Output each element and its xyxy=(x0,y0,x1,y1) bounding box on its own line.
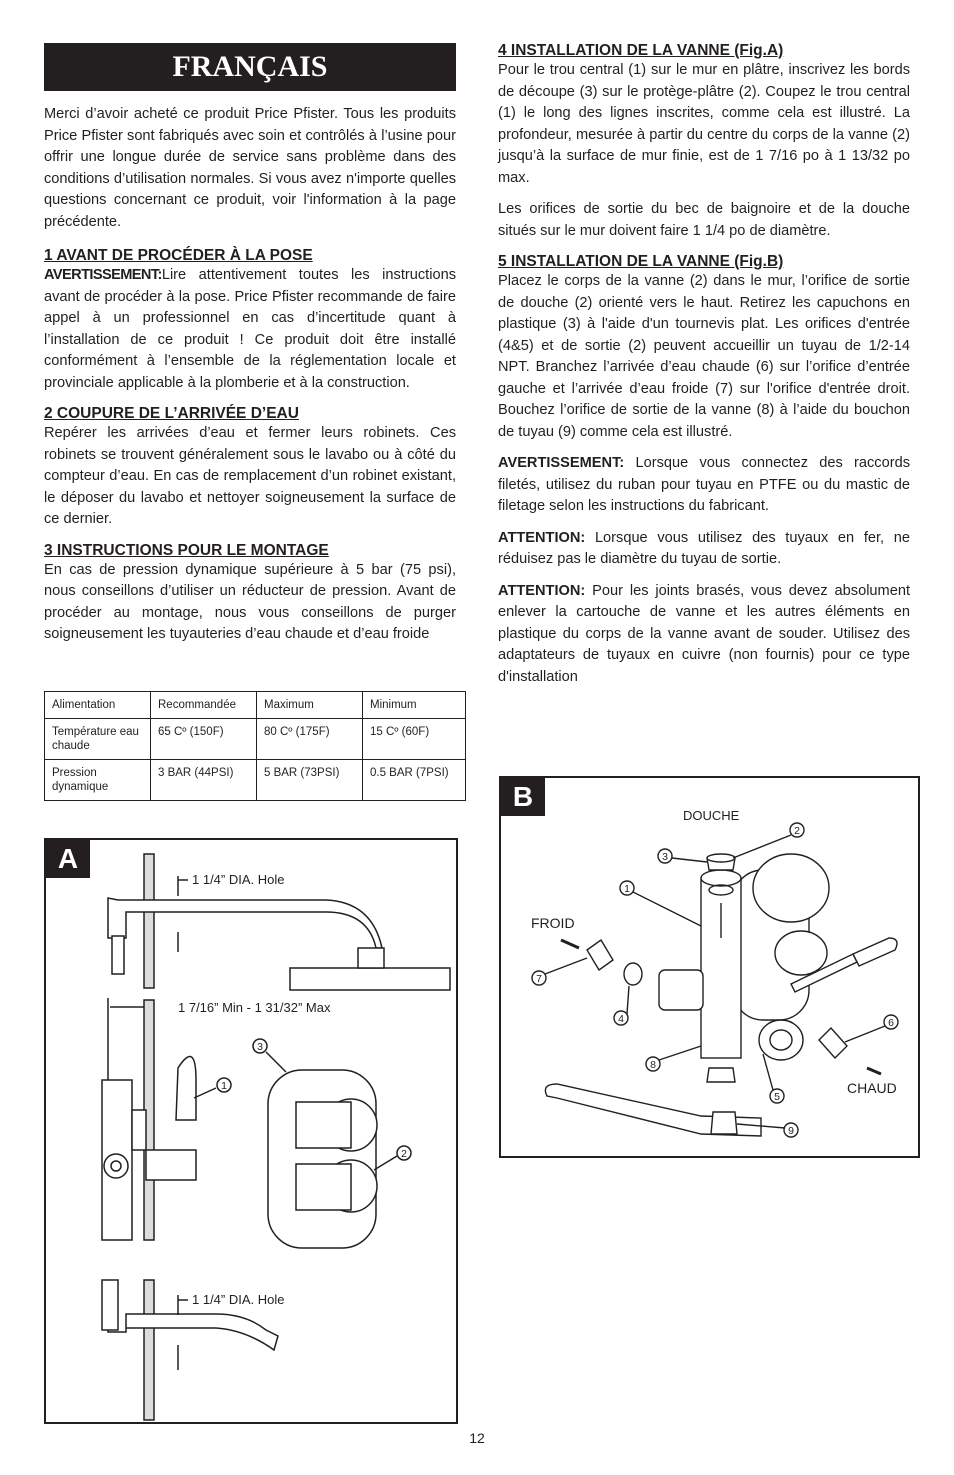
warning-text: Lire attentivement toutes les instructio… xyxy=(44,267,456,391)
section-1-heading: 1 AVANT DE PROCÉDER À LA POSE xyxy=(44,247,313,264)
warning-label: AVERTISSEMENT: xyxy=(498,455,625,471)
table-cell: 80 Cº (175F) xyxy=(256,718,363,760)
table-cell: Pression dynamique xyxy=(44,759,151,801)
table-cell: 5 BAR (73PSI) xyxy=(256,759,363,801)
callout-number: 4 xyxy=(618,1013,624,1025)
callout-number: 1 xyxy=(221,1080,227,1092)
figure-b: B xyxy=(499,776,920,1158)
table-row: Température eau chaude 65 Cº (150F) 80 C… xyxy=(44,718,466,760)
depth-dimension: 1 7/16” Min - 1 31/32” Max xyxy=(178,1000,331,1015)
callout-number: 1 xyxy=(624,883,630,895)
warning-text: Lorsque vous connectez des raccords file… xyxy=(498,455,910,514)
chaud-label: CHAUD xyxy=(847,1080,897,1096)
table-cell: 0.5 BAR (7PSI) xyxy=(362,759,466,801)
warning-label: AVERTISSEMENT: xyxy=(44,267,162,283)
section-5-heading: 5 INSTALLATION DE LA VANNE (Fig.B) xyxy=(498,253,784,270)
attention-text: Pour les joints brasés, vous devez absol… xyxy=(498,582,910,685)
section-4-body-2: Les orifices de sortie du bec de baignoi… xyxy=(498,201,910,239)
section-3-heading: 3 INSTRUCTIONS POUR LE MONTAGE xyxy=(44,541,329,559)
table-row: Pression dynamique 3 BAR (44PSI) 5 BAR (… xyxy=(44,759,466,801)
table-header-cell: Maximum xyxy=(256,691,363,719)
callout-number: 5 xyxy=(774,1091,780,1103)
callout-number: 9 xyxy=(788,1125,794,1137)
section-1-body: AVERTISSEMENT:Lire attentivement toutes … xyxy=(44,265,456,394)
table-cell: Température eau chaude xyxy=(44,718,151,760)
callout-number: 3 xyxy=(662,851,668,863)
figure-b-label: B xyxy=(501,778,545,816)
callout-number: 6 xyxy=(888,1017,894,1029)
hole-dimension-bottom: 1 1/4” DIA. Hole xyxy=(192,1292,285,1307)
left-column: Merci d’avoir acheté ce produit Price Pf… xyxy=(44,104,456,646)
callout-number: 3 xyxy=(257,1041,263,1053)
page-number: 12 xyxy=(469,1430,485,1446)
attention-label: ATTENTION: xyxy=(498,529,586,546)
section-5-attention-2: ATTENTION: Pour les joints brasés, vous … xyxy=(498,581,910,689)
section-3-body: En cas de pression dynamique supérieure … xyxy=(44,561,456,643)
table-cell: 65 Cº (150F) xyxy=(150,718,257,760)
page-title: FRANÇAIS xyxy=(44,43,456,91)
specification-table: Alimentation Recommandée Maximum Minimum… xyxy=(44,691,466,801)
section-2-heading: 2 COUPURE DE L’ARRIVÉE D’EAU xyxy=(44,405,299,422)
douche-label: DOUCHE xyxy=(683,808,740,823)
section-5-warning: AVERTISSEMENT: Lorsque vous connectez de… xyxy=(498,453,910,518)
section-4-body-1: Pour le trou central (1) sur le mur en p… xyxy=(498,62,910,186)
figure-a-drawing: 1 3 2 xyxy=(101,853,451,1421)
callout-number: 2 xyxy=(794,825,800,837)
section-5-body-1: Placez le corps de la vanne (2) dans le … xyxy=(498,273,910,440)
callout-number: 8 xyxy=(650,1059,656,1071)
table-header-row: Alimentation Recommandée Maximum Minimum xyxy=(44,691,466,719)
callout-number: 2 xyxy=(401,1148,407,1160)
hole-dimension-top: 1 1/4” DIA. Hole xyxy=(192,872,285,887)
right-column: 4 INSTALLATION DE LA VANNE (Fig.A) Pour … xyxy=(498,41,910,688)
table-header-cell: Recommandée xyxy=(150,691,257,719)
callout-number: 7 xyxy=(536,973,542,985)
figure-a: A xyxy=(44,838,458,1424)
attention-label: ATTENTION: xyxy=(498,582,586,599)
attention-text: Lorsque vous utilisez des tuyaux en fer,… xyxy=(498,529,910,568)
section-4-heading: 4 INSTALLATION DE LA VANNE (Fig.A) xyxy=(498,42,784,59)
table-header-cell: Alimentation xyxy=(44,691,151,719)
table-header-cell: Minimum xyxy=(362,691,466,719)
froid-label: FROID xyxy=(531,915,575,931)
table-cell: 15 Cº (60F) xyxy=(362,718,466,760)
table-cell: 3 BAR (44PSI) xyxy=(150,759,257,801)
intro-paragraph: Merci d’avoir acheté ce produit Price Pf… xyxy=(44,106,456,230)
section-2-body: Repérer les arrivées d’eau et fermer leu… xyxy=(44,425,456,527)
figure-b-drawing: 2 3 1 7 4 8 5 6 9 xyxy=(531,822,899,1138)
figure-a-label: A xyxy=(46,840,90,878)
section-5-attention-1: ATTENTION: Lorsque vous utilisez des tuy… xyxy=(498,528,910,571)
